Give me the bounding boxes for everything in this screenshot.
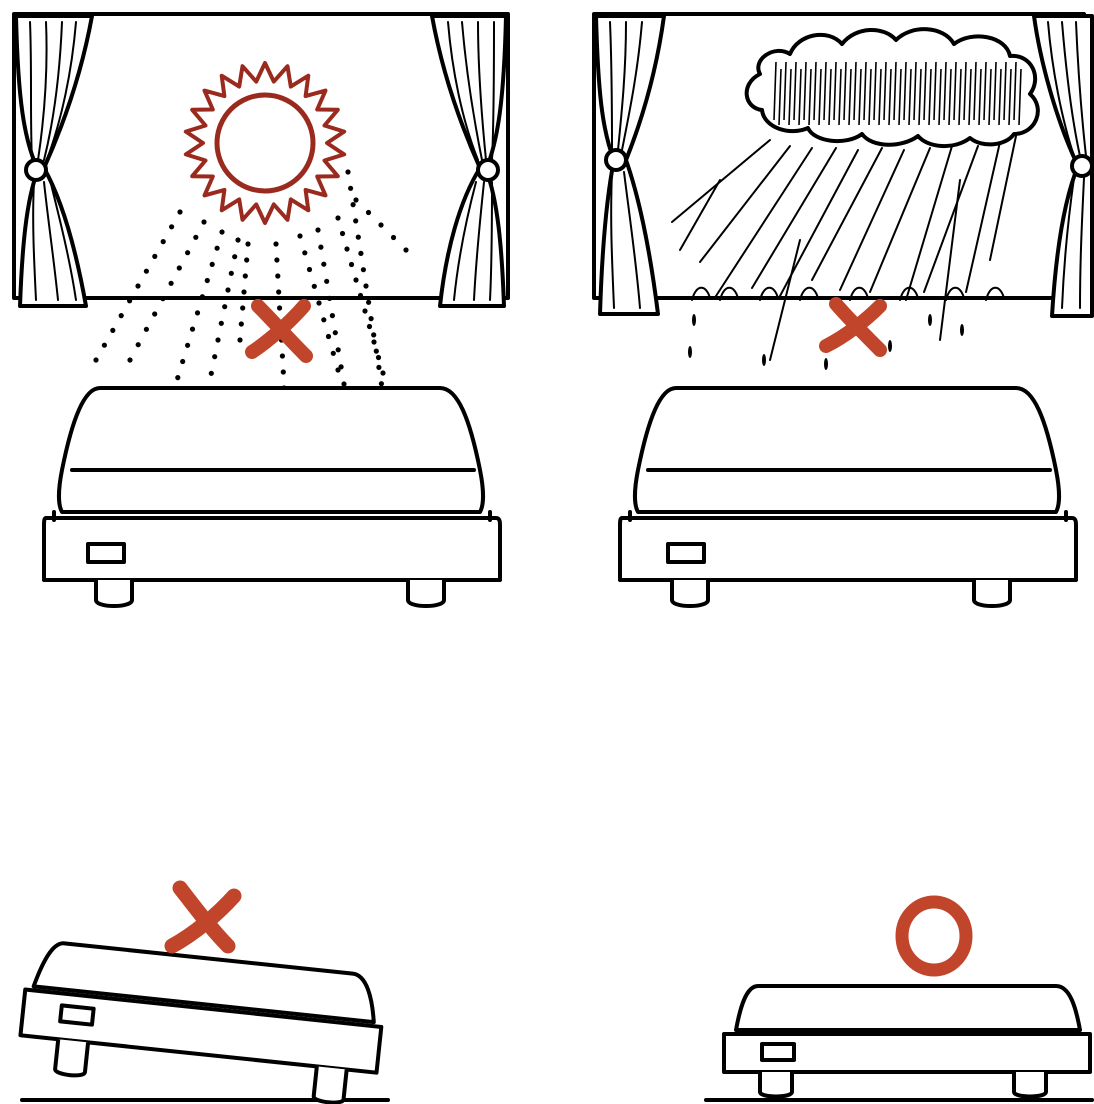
curtain-icon [1034,16,1092,316]
o-mark-icon [902,902,966,970]
panel-tilted [17,888,388,1104]
window-icon [14,14,508,298]
sun-icon [186,63,344,223]
x-mark-icon [826,304,880,350]
panel-sun [14,14,508,606]
scale-icon [44,388,500,606]
scale-icon [620,388,1076,606]
curtain-icon [16,16,92,306]
curtain-icon [432,16,506,306]
panel-level [706,902,1092,1100]
curtain-icon [596,16,664,314]
panel-rain [594,14,1092,606]
x-mark-icon [172,888,234,946]
scale-icon [724,986,1090,1097]
x-mark-icon [252,306,306,356]
scale-icon [17,940,387,1104]
